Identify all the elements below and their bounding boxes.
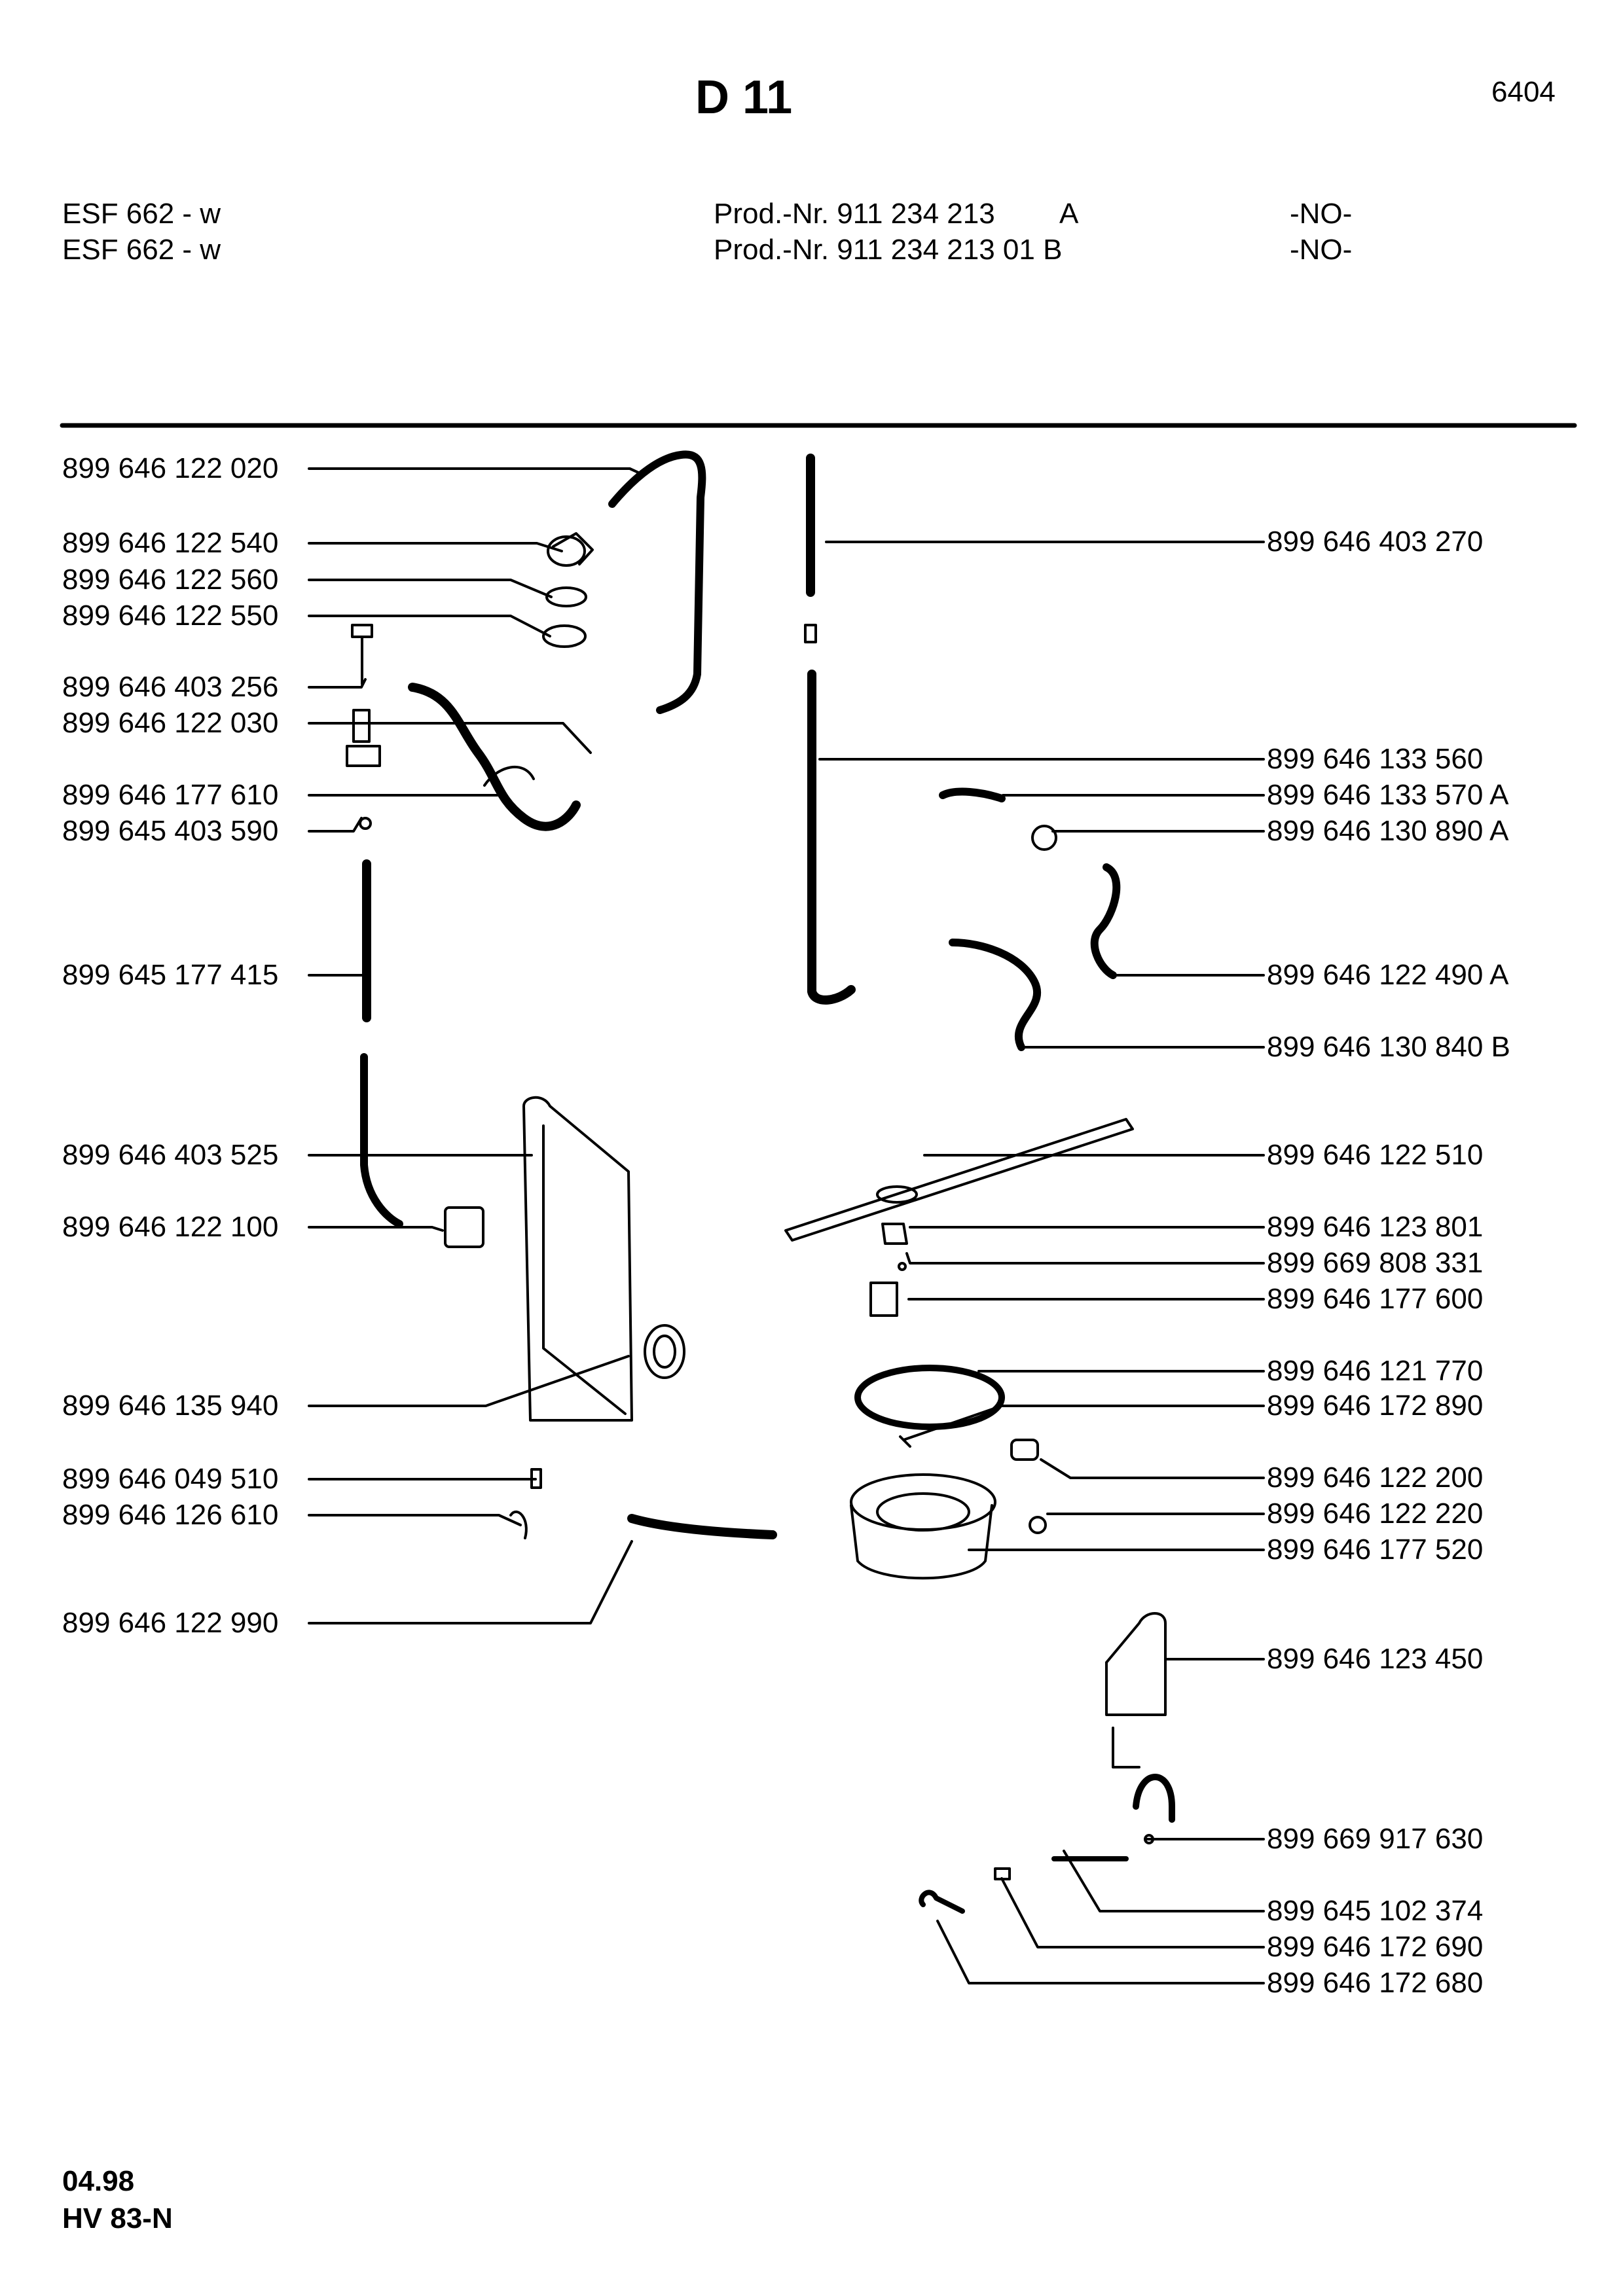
page-number: 6404 bbox=[1491, 76, 1556, 108]
product-number: Prod.-Nr. 911 234 213 bbox=[714, 198, 995, 230]
footer-date: 04.98 bbox=[62, 2165, 135, 2197]
part-number-label: 899 646 403 256 bbox=[62, 671, 279, 703]
part-number-label: 899 646 133 560 bbox=[1267, 743, 1484, 775]
part-number-label: 899 646 122 030 bbox=[62, 707, 279, 739]
leader-lines-left bbox=[308, 467, 640, 1624]
part-number-label: 899 646 177 600 bbox=[1267, 1283, 1484, 1315]
part-number-label: 899 646 122 990 bbox=[62, 1607, 279, 1639]
part-number-label: 899 646 133 570 A bbox=[1267, 779, 1509, 811]
product-country: -NO- bbox=[1290, 198, 1353, 230]
part-number-label: 899 645 403 590 bbox=[62, 815, 279, 847]
part-number-label: 899 646 403 525 bbox=[62, 1139, 279, 1171]
part-number-label: 899 646 130 890 A bbox=[1267, 815, 1509, 847]
part-number-label: 899 646 172 890 bbox=[1267, 1390, 1484, 1422]
part-number-label: 899 646 122 560 bbox=[62, 564, 279, 596]
part-number-label: 899 646 121 770 bbox=[1267, 1355, 1484, 1387]
product-country: -NO- bbox=[1290, 234, 1353, 266]
part-number-label: 899 646 172 680 bbox=[1267, 1967, 1484, 1999]
part-number-label: 899 646 122 490 A bbox=[1267, 959, 1509, 991]
part-number-label: 899 646 122 100 bbox=[62, 1211, 279, 1243]
part-number-label: 899 646 403 270 bbox=[1267, 526, 1484, 558]
part-number-label: 899 646 135 940 bbox=[62, 1390, 279, 1422]
product-number: Prod.-Nr. 911 234 213 01 B bbox=[714, 234, 1063, 266]
part-number-label: 899 669 917 630 bbox=[1267, 1823, 1484, 1855]
part-number-label: 899 645 102 374 bbox=[1267, 1895, 1484, 1927]
part-number-label: 899 646 122 550 bbox=[62, 600, 279, 632]
part-number-label: 899 646 122 200 bbox=[1267, 1462, 1484, 1494]
part-number-label: 899 646 122 220 bbox=[1267, 1498, 1484, 1530]
leader-lines-right bbox=[818, 541, 1265, 1984]
part-number-label: 899 669 808 331 bbox=[1267, 1247, 1484, 1279]
product-model: ESF 662 - w bbox=[62, 198, 221, 230]
part-number-label: 899 645 177 415 bbox=[62, 959, 279, 991]
part-number-label: 899 646 123 801 bbox=[1267, 1211, 1484, 1243]
part-number-label: 899 646 049 510 bbox=[62, 1463, 279, 1495]
part-number-label: 899 646 123 450 bbox=[1267, 1643, 1484, 1675]
part-number-label: 899 646 126 610 bbox=[62, 1499, 279, 1531]
part-number-label: 899 646 122 540 bbox=[62, 527, 279, 559]
part-number-label: 899 646 122 510 bbox=[1267, 1139, 1484, 1171]
part-number-label: 899 646 172 690 bbox=[1267, 1931, 1484, 1963]
footer-code: HV 83-N bbox=[62, 2202, 173, 2234]
part-number-label: 899 646 130 840 B bbox=[1267, 1031, 1510, 1063]
part-number-label: 899 646 122 020 bbox=[62, 452, 279, 484]
part-number-label: 899 646 177 520 bbox=[1267, 1534, 1484, 1566]
page-title: D 11 bbox=[695, 71, 793, 124]
product-model: ESF 662 - w bbox=[62, 234, 221, 266]
part-number-label: 899 646 177 610 bbox=[62, 779, 279, 811]
product-variant: A bbox=[1059, 198, 1079, 230]
